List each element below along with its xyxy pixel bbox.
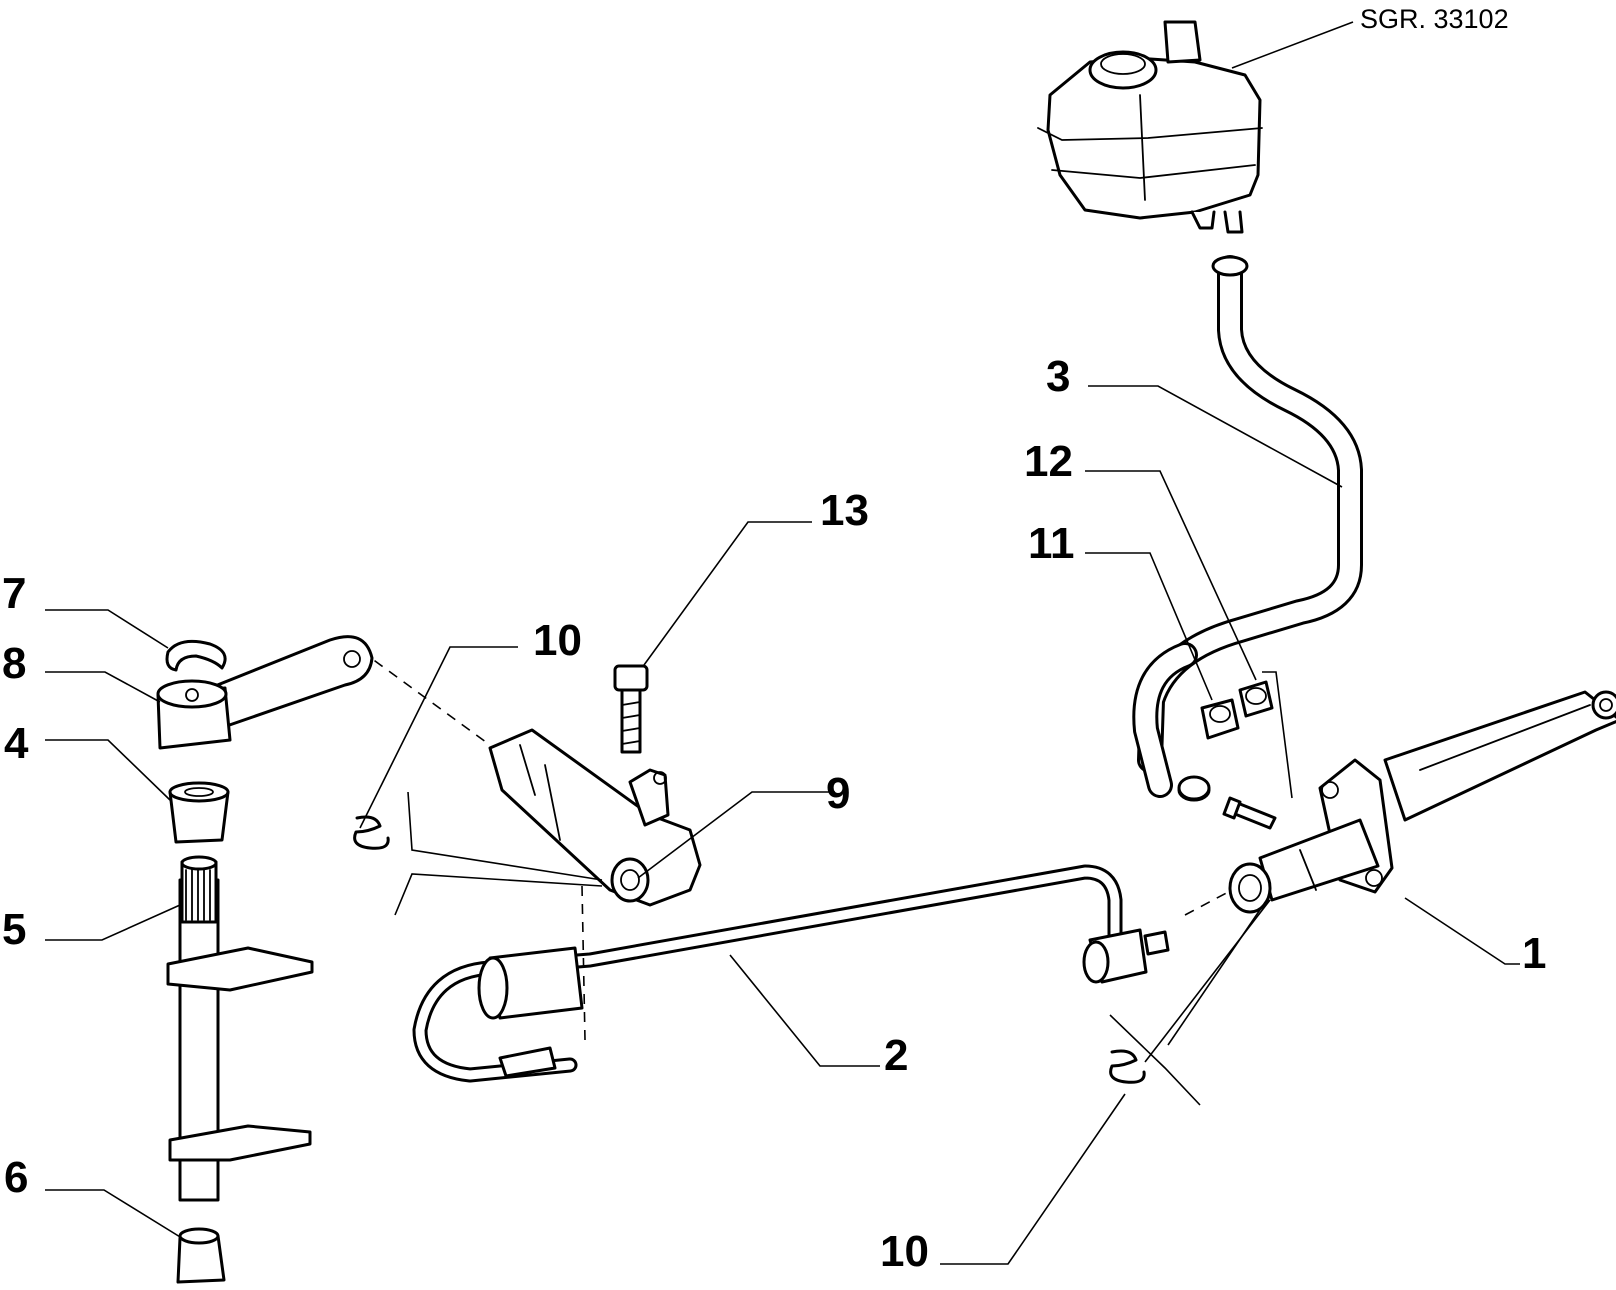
master-cylinder-bolt xyxy=(1222,796,1277,830)
leader-5 xyxy=(45,904,181,941)
leader-10-upper-branch-b xyxy=(394,873,603,916)
clip-10-lower xyxy=(1109,1049,1146,1084)
leader-7 xyxy=(45,609,169,649)
callout-3: 3 xyxy=(1046,352,1070,401)
leader-10-upper-branch-a xyxy=(407,791,603,881)
reference-leader xyxy=(1231,21,1354,69)
leader-10-lower-branch-a xyxy=(1144,899,1271,1063)
circlip-7 xyxy=(165,639,227,672)
selector-shaft xyxy=(166,855,314,1202)
callout-4: 4 xyxy=(4,719,29,768)
leader-4 xyxy=(45,739,171,801)
hose-clamp-12 xyxy=(1238,680,1274,718)
hydraulic-pipe xyxy=(412,864,1170,1083)
leader-master-cylinder-hose xyxy=(1262,671,1293,799)
clip-10-upper xyxy=(353,815,390,850)
leader-8 xyxy=(45,671,161,703)
hose-end-fitting xyxy=(1177,775,1211,801)
leader-2 xyxy=(729,954,880,1067)
bolt-13 xyxy=(613,664,649,754)
fluid-reservoir xyxy=(1037,20,1263,234)
callout-10-lower: 10 xyxy=(880,1227,929,1276)
leader-13 xyxy=(643,521,812,666)
end-cap-6 xyxy=(176,1227,226,1284)
clutch-master-cylinder xyxy=(1228,690,1616,914)
clutch-slave-cylinder xyxy=(488,728,702,907)
diagram-reference-code: SGR. 33102 xyxy=(1360,4,1509,34)
pipe-to-slave-cylinder-guide xyxy=(581,885,586,1041)
reservoir-hose xyxy=(1137,255,1363,802)
leader-3 xyxy=(1088,385,1343,488)
leader-12 xyxy=(1085,470,1257,681)
callout-7: 7 xyxy=(2,569,26,618)
bushing-4 xyxy=(168,781,230,844)
callout-5: 5 xyxy=(2,905,26,954)
leader-10-lower-tick xyxy=(1109,1014,1201,1106)
callout-2: 2 xyxy=(884,1031,908,1080)
pipe-to-master-cylinder-guide xyxy=(1184,889,1233,916)
release-lever xyxy=(156,635,374,750)
callout-8: 8 xyxy=(2,639,26,688)
callout-9: 9 xyxy=(826,769,850,818)
leader-9 xyxy=(637,791,835,879)
leader-11 xyxy=(1085,552,1213,701)
callout-6: 6 xyxy=(4,1153,28,1202)
leader-6 xyxy=(45,1189,186,1241)
hose-clamp-11 xyxy=(1200,698,1240,740)
leader-10-upper xyxy=(359,646,518,829)
callout-12: 12 xyxy=(1024,437,1073,486)
callout-11: 11 xyxy=(1028,519,1075,568)
leader-10-lower-branch-b xyxy=(1167,897,1269,1046)
callout-13: 13 xyxy=(820,486,869,535)
callout-1: 1 xyxy=(1522,929,1546,978)
leader-10-lower xyxy=(940,1093,1126,1265)
leader-1 xyxy=(1404,897,1520,965)
callout-10-upper: 10 xyxy=(533,616,582,665)
